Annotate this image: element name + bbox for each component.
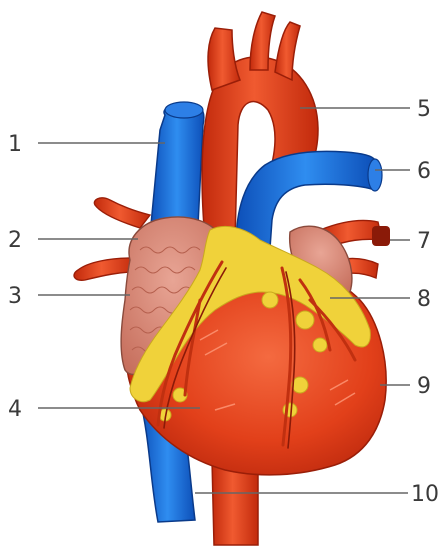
label-6: 6 [417,159,431,184]
pulmonary-artery-tip [372,226,390,246]
brachiocephalic-artery [208,28,240,90]
label-4: 4 [8,397,22,422]
label-7: 7 [417,229,431,254]
label-9: 9 [417,374,431,399]
label-1: 1 [8,132,22,157]
svc-opening [165,102,203,118]
right-pulmonary-vein-upper [94,198,150,228]
label-8: 8 [417,287,431,312]
label-3: 3 [8,284,22,309]
label-2: 2 [8,228,22,253]
left-subclavian-artery [275,22,300,80]
label-5: 5 [417,97,431,122]
pulmonary-trunk-opening [368,159,382,191]
right-pulmonary-vein-lower [74,258,135,280]
label-10: 10 [411,482,439,507]
superior-vena-cava [150,104,204,235]
